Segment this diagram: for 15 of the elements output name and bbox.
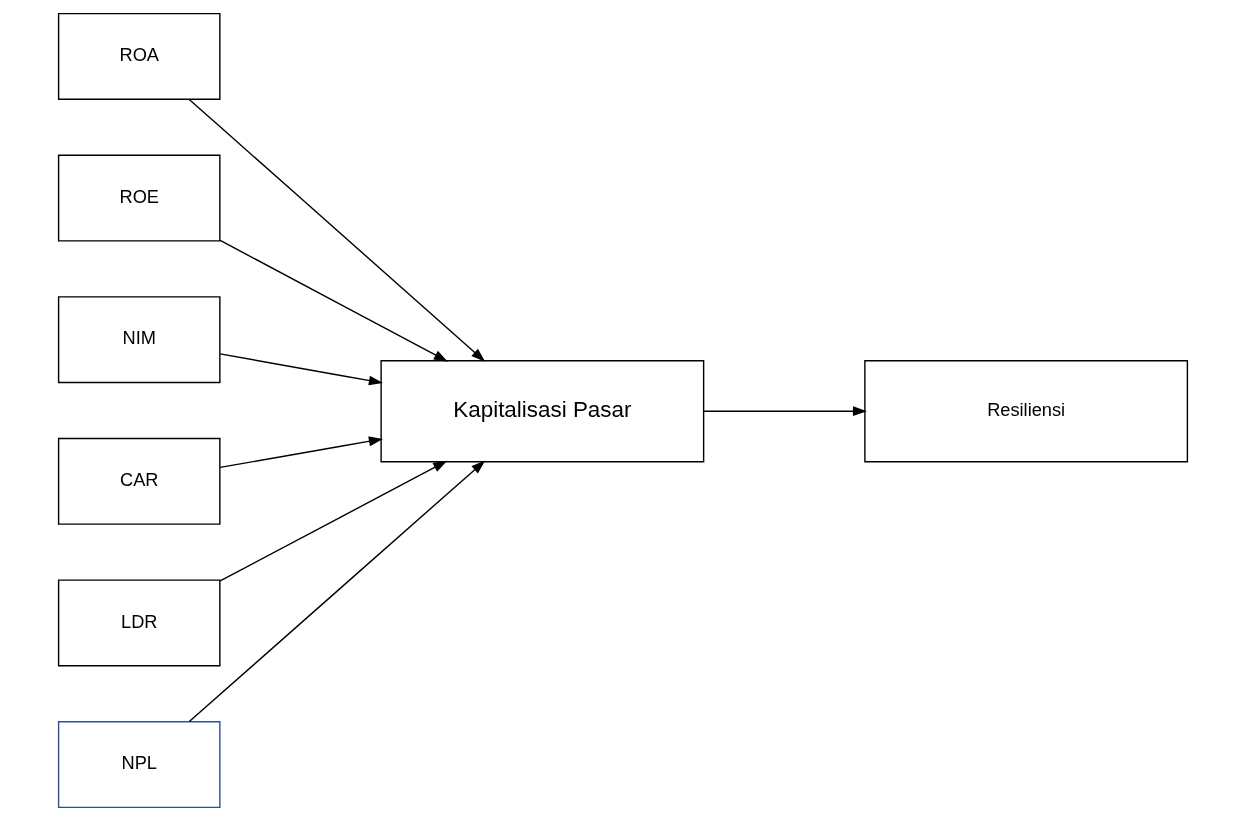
arrow — [219, 239, 448, 362]
arrow — [219, 436, 383, 469]
arrow — [219, 460, 447, 582]
node-box: Kapitalisasi Pasar — [379, 360, 704, 463]
node-box: LDR — [57, 579, 221, 667]
node-box: ROE — [57, 154, 221, 242]
arrow — [219, 353, 383, 386]
arrow — [702, 406, 867, 417]
node-box: CAR — [57, 437, 221, 525]
node-box: Resiliensi — [863, 360, 1188, 463]
node-box: ROA — [57, 12, 221, 100]
node-box: NPL — [57, 721, 221, 809]
arrow — [188, 98, 485, 362]
arrow — [188, 460, 485, 723]
node-box: NIM — [57, 296, 221, 384]
